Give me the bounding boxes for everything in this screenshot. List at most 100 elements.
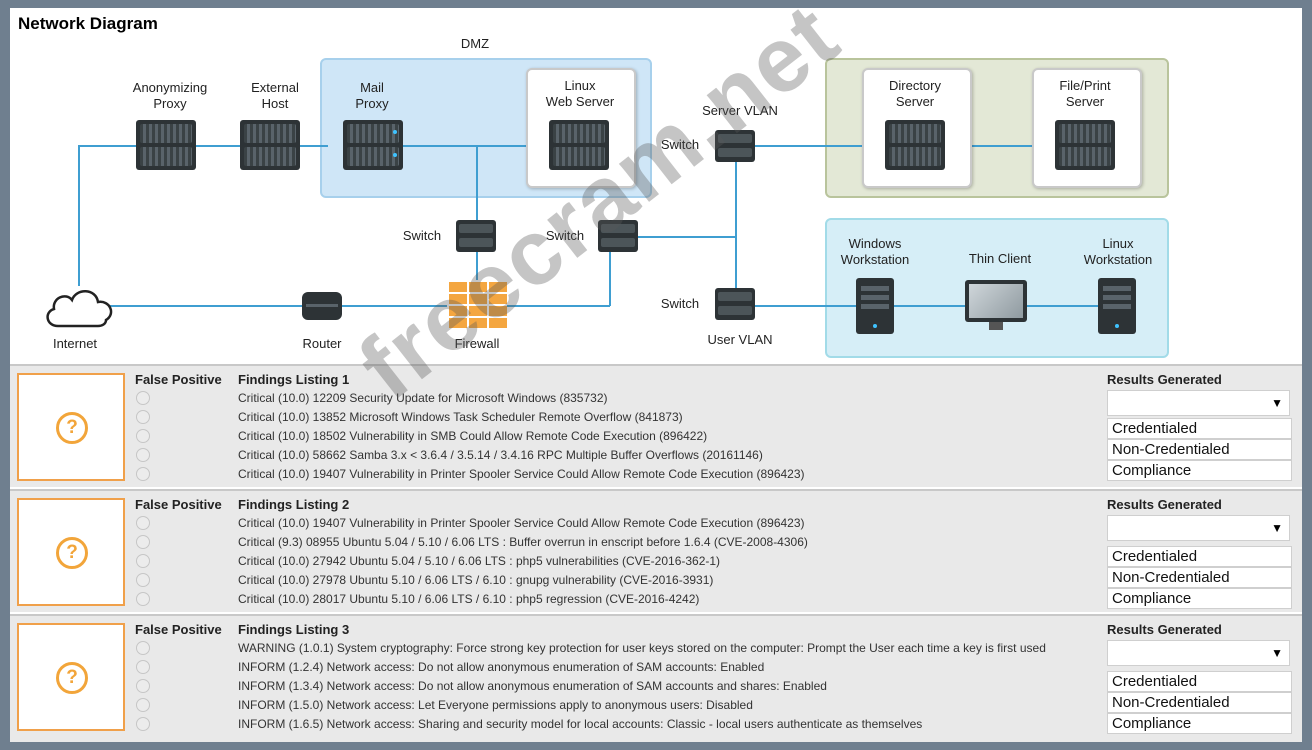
- user-switch-label: Switch: [660, 296, 700, 311]
- option-credentialed[interactable]: Credentialed: [1107, 418, 1292, 439]
- directory-server-label: Directory Server: [888, 78, 941, 109]
- link: [735, 158, 737, 308]
- results-generated-select[interactable]: ▼: [1107, 390, 1290, 416]
- linux-workstation[interactable]: [1098, 278, 1136, 334]
- finding-item: Critical (10.0) 19407 Vulnerability in P…: [238, 516, 805, 530]
- results-generated-header: Results Generated: [1107, 497, 1222, 512]
- dmz-label: DMZ: [460, 36, 490, 51]
- finding-item: WARNING (1.0.1) System cryptography: For…: [238, 641, 1046, 655]
- thin-client-screen: [969, 284, 1023, 318]
- finding-item: Critical (10.0) 58662 Samba 3.x < 3.6.4 …: [238, 448, 763, 462]
- thin-client-stand: [989, 322, 1003, 330]
- dropdown-arrow-icon: ▼: [1271, 521, 1283, 535]
- finding-item: Critical (10.0) 12209 Security Update fo…: [238, 391, 608, 405]
- option-non-credentialed[interactable]: Non-Credentialed: [1107, 692, 1292, 713]
- false-positive-radio[interactable]: [136, 660, 150, 674]
- server-vlan-label: Server VLAN: [702, 103, 778, 118]
- link: [110, 305, 610, 307]
- question-icon: ?: [56, 537, 88, 569]
- link: [78, 146, 80, 286]
- mail-proxy-label: Mail Proxy: [355, 80, 389, 111]
- answer-drop-target[interactable]: ?: [17, 373, 125, 481]
- cloud-icon[interactable]: [40, 280, 118, 332]
- false-positive-radio[interactable]: [136, 592, 150, 606]
- question-icon: ?: [56, 412, 88, 444]
- results-generated-select[interactable]: ▼: [1107, 640, 1290, 666]
- finding-item: INFORM (1.3.4) Network access: Do not al…: [238, 679, 827, 693]
- anonymizing-proxy-label: Anonymizing Proxy: [132, 80, 208, 111]
- router-label: Router: [302, 336, 342, 351]
- thin-client-label: Thin Client: [968, 251, 1032, 266]
- answer-drop-target[interactable]: ?: [17, 623, 125, 731]
- firewall-switch-label: Switch: [545, 228, 585, 243]
- false-positive-radio[interactable]: [136, 391, 150, 405]
- option-credentialed[interactable]: Credentialed: [1107, 671, 1292, 692]
- option-compliance[interactable]: Compliance: [1107, 460, 1292, 481]
- results-generated-header: Results Generated: [1107, 372, 1222, 387]
- link: [380, 145, 530, 147]
- option-non-credentialed[interactable]: Non-Credentialed: [1107, 567, 1292, 588]
- mail-proxy-server[interactable]: [343, 120, 403, 170]
- internet-label: Internet: [52, 336, 98, 351]
- router-stripe: [306, 304, 338, 307]
- option-non-credentialed[interactable]: Non-Credentialed: [1107, 439, 1292, 460]
- thin-client-monitor[interactable]: [965, 280, 1027, 322]
- dropdown-arrow-icon: ▼: [1271, 396, 1283, 410]
- windows-workstation[interactable]: [856, 278, 894, 334]
- finding-item: Critical (10.0) 19407 Vulnerability in P…: [238, 467, 805, 481]
- option-compliance[interactable]: Compliance: [1107, 588, 1292, 609]
- finding-item: Critical (10.0) 13852 Microsoft Windows …: [238, 410, 683, 424]
- link: [755, 305, 1105, 307]
- windows-workstation-label: Windows Workstation: [840, 236, 910, 267]
- finding-item: INFORM (1.6.5) Network access: Sharing a…: [238, 717, 923, 731]
- anonymizing-proxy-server[interactable]: [136, 120, 196, 170]
- link: [630, 236, 736, 238]
- finding-item: Critical (10.0) 28017 Ubuntu 5.10 / 6.06…: [238, 592, 700, 606]
- false-positive-radio[interactable]: [136, 429, 150, 443]
- findings-listing-title: Findings Listing 2: [238, 497, 350, 512]
- false-positive-radio[interactable]: [136, 554, 150, 568]
- results-generated-select[interactable]: ▼: [1107, 515, 1290, 541]
- linux-web-server-label: Linux Web Server: [545, 78, 615, 109]
- false-positive-radio[interactable]: [136, 516, 150, 530]
- link: [609, 248, 611, 306]
- option-credentialed[interactable]: Credentialed: [1107, 546, 1292, 567]
- linux-web-server[interactable]: [549, 120, 609, 170]
- false-positive-header: False Positive: [135, 372, 222, 387]
- external-host-server[interactable]: [240, 120, 300, 170]
- link: [755, 145, 885, 147]
- false-positive-radio[interactable]: [136, 467, 150, 481]
- firewall-icon[interactable]: [447, 280, 507, 328]
- false-positive-radio[interactable]: [136, 679, 150, 693]
- findings-panel-2: ? False Positive Findings Listing 2 Crit…: [10, 489, 1302, 612]
- router-device[interactable]: [302, 292, 342, 320]
- false-positive-header: False Positive: [135, 622, 222, 637]
- finding-item: Critical (10.0) 18502 Vulnerability in S…: [238, 429, 708, 443]
- firewall-switch[interactable]: [598, 220, 638, 252]
- diagram-title: Network Diagram: [18, 14, 158, 33]
- server-switch-label: Switch: [660, 137, 700, 152]
- false-positive-radio[interactable]: [136, 717, 150, 731]
- false-positive-radio[interactable]: [136, 410, 150, 424]
- directory-server[interactable]: [885, 120, 945, 170]
- option-compliance[interactable]: Compliance: [1107, 713, 1292, 734]
- results-generated-header: Results Generated: [1107, 622, 1222, 637]
- server-vlan-switch[interactable]: [715, 130, 755, 162]
- external-host-label: External Host: [251, 80, 299, 111]
- firewall-label: Firewall: [454, 336, 500, 351]
- false-positive-radio[interactable]: [136, 535, 150, 549]
- user-vlan-label: User VLAN: [707, 332, 773, 347]
- false-positive-radio[interactable]: [136, 641, 150, 655]
- dropdown-arrow-icon: ▼: [1271, 646, 1283, 660]
- answer-drop-target[interactable]: ?: [17, 498, 125, 606]
- finding-item: Critical (9.3) 08955 Ubuntu 5.04 / 5.10 …: [238, 535, 808, 549]
- user-vlan-switch[interactable]: [715, 288, 755, 320]
- false-positive-radio[interactable]: [136, 448, 150, 462]
- false-positive-radio[interactable]: [136, 698, 150, 712]
- link: [945, 145, 1035, 147]
- question-icon: ?: [56, 662, 88, 694]
- file-print-server[interactable]: [1055, 120, 1115, 170]
- finding-item: INFORM (1.5.0) Network access: Let Every…: [238, 698, 753, 712]
- false-positive-radio[interactable]: [136, 573, 150, 587]
- dmz-switch[interactable]: [456, 220, 496, 252]
